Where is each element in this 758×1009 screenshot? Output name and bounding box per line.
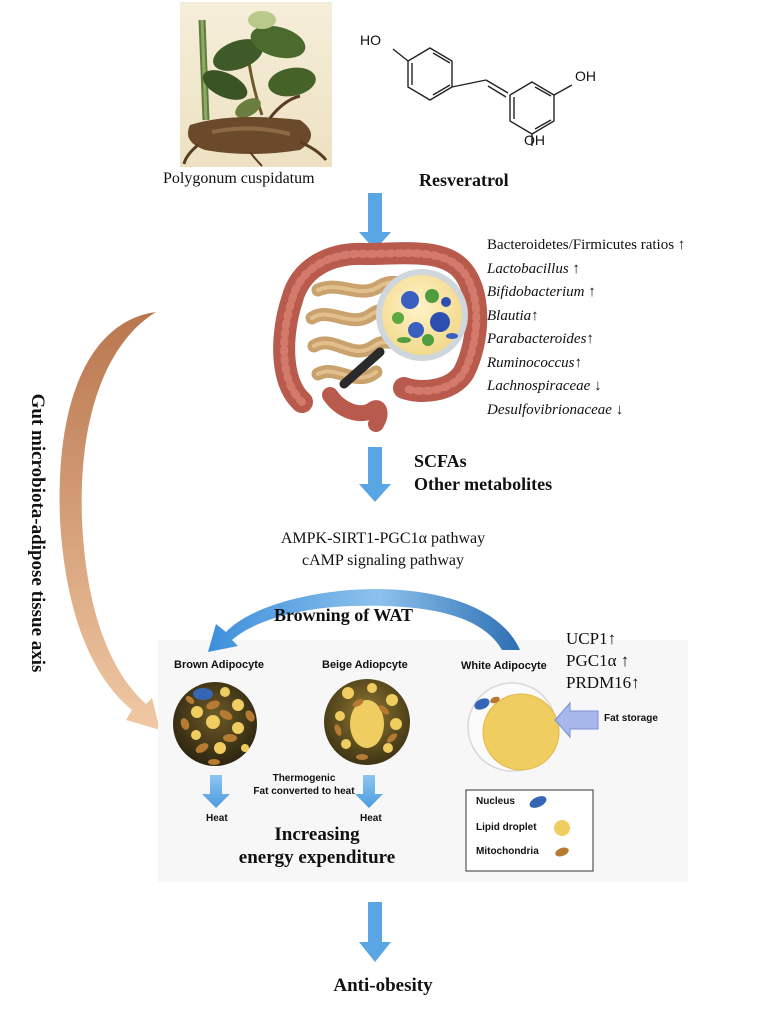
microbiota-item: Bifidobacterium ↑ [487,284,596,300]
axis-label-wrapper: Gut microbiota-adipose tissue axis [24,323,50,743]
energy-line-2: energy expenditure [238,847,396,868]
axis-label: Gut microbiota-adipose tissue axis [27,393,48,673]
white-adipocyte [467,682,560,772]
axis-curved-arrow [59,312,160,730]
brown-adipocyte-label: Brown Adipocyte [174,659,265,671]
brown-adipocyte [173,682,257,766]
fat-storage-arrow [554,701,599,739]
outcome-label: Anti-obesity [333,975,433,996]
microbiota-item: Bacteroidetes/Firmicutes ratios ↑ [487,237,686,253]
energy-text: Increasing energy expenditure [239,823,395,869]
legend-lipid-swatch [554,820,570,836]
heat-label-left: Heat [206,813,228,824]
flow-arrow-3 [359,902,391,962]
microbiota-item: Parabacteroides↑ [487,331,594,347]
thermogenic-line-1: Thermogenic [272,773,336,784]
hydroxyl-label-right: OH [575,68,596,84]
marker-list: UCP1↑ PGC1α ↑ PRDM16↑ [566,628,640,694]
heat-arrow-left [202,775,230,808]
microbiota-item: Lachnospiraceae ↓ [487,378,602,394]
pathway-line-1: AMPK-SIRT1-PGC1α pathway [280,530,486,547]
resveratrol-label: Resveratrol [419,170,509,190]
thermogenic-line-2: Fat converted to heat [253,786,355,797]
resveratrol-structure [392,47,573,146]
hydroxyl-label-bottom: OH [524,132,545,148]
browning-label: Browning of WAT [274,605,414,625]
legend-box [465,789,594,872]
legend-lipid-label: Lipid droplet [476,822,537,833]
scfas-label: SCFAs [414,451,467,471]
plant-illustration [180,2,332,167]
marker-item: PGC1α ↑ [566,651,630,670]
beige-adipocyte-label: Beige Adiopcyte [322,659,408,671]
microbiota-item: Blautia↑ [487,307,539,324]
browning-arrow [208,589,520,652]
legend-nucleus-label: Nucleus [476,796,515,807]
thermogenic-note: Thermogenic Fat converted to heat [236,772,372,798]
bacteria-cluster [392,289,458,346]
microbiota-item: Lactobacillus ↑ [487,260,580,277]
fat-storage-label: Fat storage [604,713,658,724]
gut-illustration [273,242,488,432]
microbiota-item: Ruminococcus↑ [487,354,582,371]
legend-mito-swatch [555,847,569,857]
legend-mito-label: Mitochondria [476,846,539,857]
beige-adipocyte [324,679,410,765]
other-metabolites-label: Other metabolites [414,474,553,494]
marker-item: UCP1↑ [566,629,617,648]
heat-arrow-right [355,775,383,808]
energy-line-1: Increasing [274,824,360,845]
heat-label-right: Heat [360,813,382,824]
microbiota-item: Desulfovibrionaceae ↓ [487,401,624,418]
flow-arrow-1 [359,193,391,250]
plant-caption: Polygonum cuspidatum [163,170,315,187]
marker-item: PRDM16↑ [566,673,640,692]
flow-arrow-2 [359,447,391,502]
adipocyte-panel [158,640,688,882]
legend-nucleus-swatch [529,796,547,808]
white-adipocyte-label: White Adipocyte [461,660,547,672]
pathway-line-2: cAMP signaling pathway [301,552,465,569]
microbiota-list: Bacteroidetes/Firmicutes ratios ↑ Lactob… [487,234,685,422]
hydroxyl-label-left: HO [360,32,381,48]
